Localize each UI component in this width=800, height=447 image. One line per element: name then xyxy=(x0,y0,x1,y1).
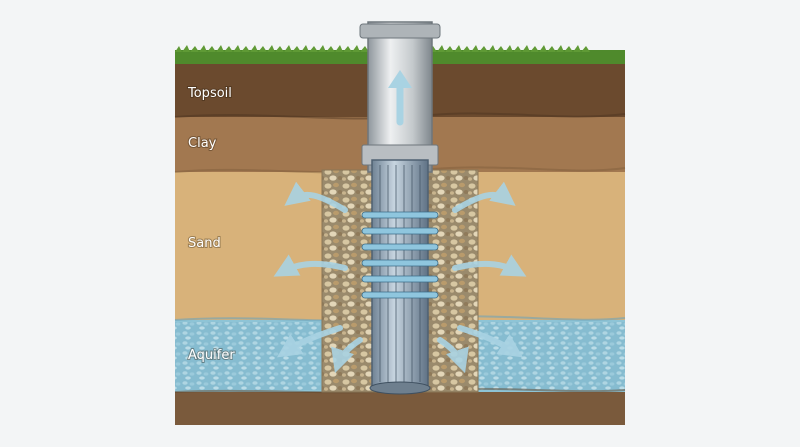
inflow-arrows xyxy=(273,181,527,374)
label-topsoil: Topsoil xyxy=(187,86,232,101)
label-clay: Clay xyxy=(188,136,217,151)
curved-arrow-icon xyxy=(284,181,348,213)
label-aquifer: Aquifer xyxy=(188,348,235,363)
curved-arrow-icon xyxy=(437,337,469,374)
label-sand: Sand xyxy=(188,236,221,251)
curved-arrow-icon xyxy=(457,325,523,358)
well-screen xyxy=(361,159,439,395)
arrow-up-icon xyxy=(388,70,412,126)
curved-arrow-icon xyxy=(452,254,527,277)
curved-arrow-icon xyxy=(273,254,348,277)
bedrock-layer xyxy=(175,392,625,425)
curved-arrow-icon xyxy=(277,325,343,358)
curved-arrow-icon xyxy=(331,337,363,374)
layer-labels: Topsoil Clay Sand Aquifer xyxy=(186,85,236,364)
curved-arrow-icon xyxy=(452,181,516,213)
